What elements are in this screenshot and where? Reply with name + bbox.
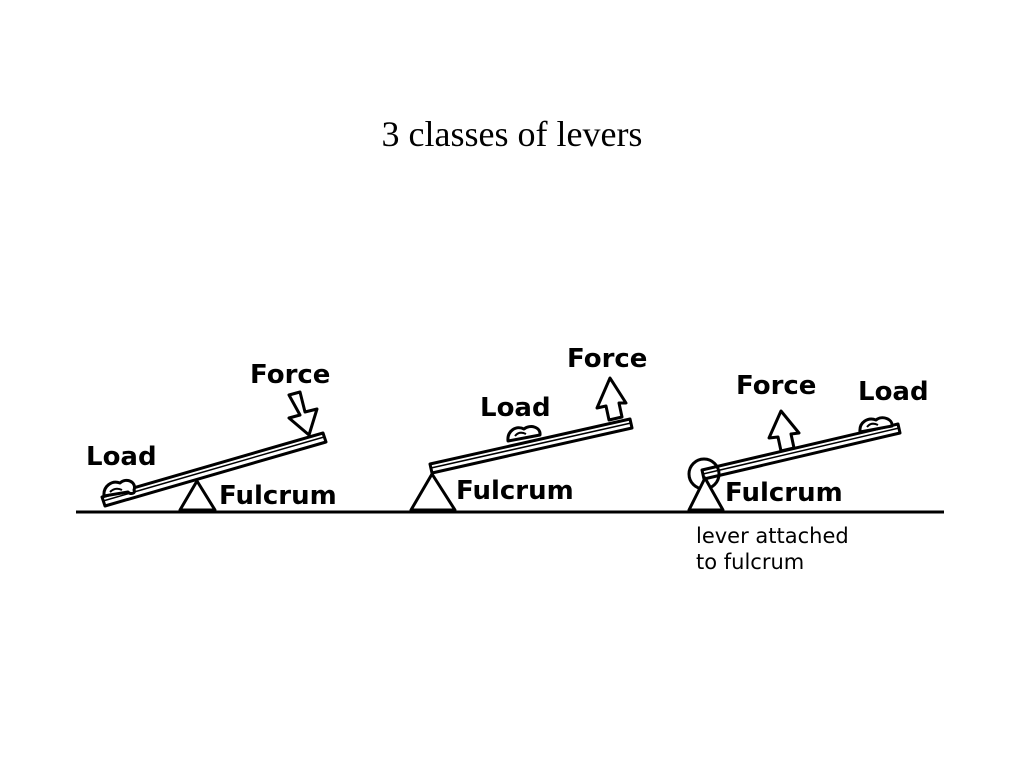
lever-3-fulcrum (687, 476, 725, 512)
lever-3-force-arrow (767, 409, 801, 453)
lever-2-force-label: Force (567, 344, 647, 374)
lever-class-3: Force Load Fulcrum lever attached to ful… (687, 371, 929, 574)
lever-3-force-label: Force (736, 371, 816, 401)
lever-1-fulcrum-label: Fulcrum (219, 481, 337, 511)
lever-1-load-label: Load (86, 442, 157, 472)
lever-3-fulcrum-label: Fulcrum (725, 478, 843, 508)
lever-class-1: Force Load Fulcrum (86, 360, 337, 512)
lever-2-load-label: Load (480, 393, 551, 423)
lever-1-force-label: Force (250, 360, 330, 390)
lever-3-load-label: Load (858, 377, 929, 407)
lever-1-force-arrow (287, 390, 319, 437)
lever-2-force-arrow (595, 376, 628, 422)
lever-2-fulcrum-label: Fulcrum (456, 476, 574, 506)
lever-1-fulcrum (178, 479, 217, 512)
lever-3-note-line-2: to fulcrum (696, 550, 804, 574)
lever-class-2: Force Load Fulcrum (409, 344, 647, 512)
lever-2-fulcrum (409, 472, 457, 512)
slide-title: 3 classes of levers (381, 114, 643, 154)
lever-3-note-line-1: lever attached (696, 524, 849, 548)
